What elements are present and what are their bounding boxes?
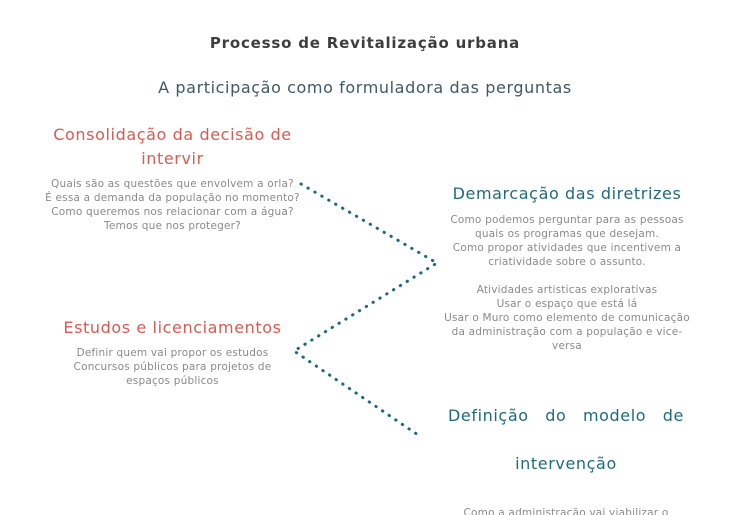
section-estudos-body: Definir quem vai propor os estudos Concu…: [73, 347, 272, 387]
section-demarcacao-body: Como podemos perguntar para as pessoas q…: [450, 214, 684, 268]
section-definicao-body: Como a administração vai viabilizar o pr…: [463, 507, 669, 515]
section-demarcacao: Demarcação das diretrizes Como podemos p…: [432, 182, 702, 353]
page-title: Processo de Revitalização urbana: [209, 34, 521, 52]
section-demarcacao-subbody: Atividades artisticas explorativas Usar …: [444, 284, 690, 352]
zigzag-line: [292, 182, 439, 439]
section-estudos: Estudos e licenciamentos Definir quem va…: [30, 316, 315, 388]
section-estudos-heading: Estudos e licenciamentos: [63, 318, 282, 337]
page-subtitle: A participação como formuladora das perg…: [158, 78, 572, 97]
section-definicao-heading-line1: Definição do modelo de: [448, 406, 684, 425]
section-consolidacao-heading: Consolidação da decisão de intervir: [53, 125, 292, 168]
section-demarcacao-heading: Demarcação das diretrizes: [452, 184, 682, 203]
section-consolidacao: Consolidação da decisão de intervir Quai…: [30, 123, 315, 233]
section-definicao-heading: Definição do modelo de intervenção: [440, 380, 692, 500]
section-consolidacao-body: Quais são as questões que envolvem a orl…: [45, 178, 300, 232]
section-definicao-heading-line2: intervenção: [515, 454, 617, 473]
section-definicao: Definição do modelo de intervenção Como …: [440, 380, 692, 515]
